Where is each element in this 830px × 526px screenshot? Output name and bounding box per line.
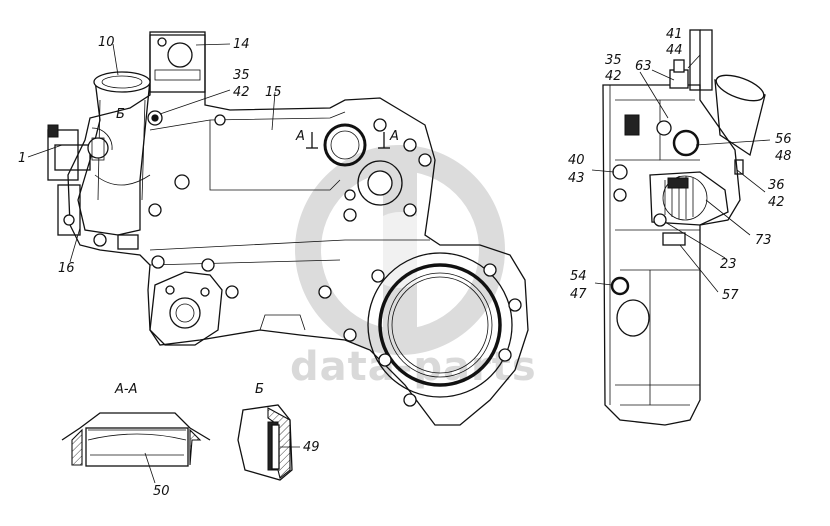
watermark-logo xyxy=(295,145,505,355)
callout-35-right: 35 xyxy=(605,53,622,68)
detail-b-mark: Б xyxy=(116,107,125,122)
callout-56: 56 xyxy=(775,132,792,147)
section-b-title: Б xyxy=(255,382,264,397)
callout-57: 57 xyxy=(722,288,739,303)
callout-73: 73 xyxy=(755,233,772,248)
callout-15: 15 xyxy=(265,85,282,100)
callout-42-left: 42 xyxy=(233,85,250,100)
callout-42-right: 42 xyxy=(605,69,622,84)
callout-44: 44 xyxy=(666,43,683,58)
section-arrow-left-label: A xyxy=(295,129,305,144)
callout-50: 50 xyxy=(153,484,170,499)
front-cover-view xyxy=(47,31,529,426)
leader-lines xyxy=(27,43,771,484)
callout-16: 16 xyxy=(58,261,75,276)
callout-14: 14 xyxy=(233,37,250,52)
callout-54: 54 xyxy=(570,269,587,284)
callout-42-right-lower: 42 xyxy=(768,195,785,210)
section-aa-title: А-А xyxy=(114,382,137,397)
callout-63: 63 xyxy=(635,59,652,74)
callout-41: 41 xyxy=(666,27,683,42)
callout-10: 10 xyxy=(98,35,115,50)
callout-40: 40 xyxy=(568,153,585,168)
callout-35-left: 35 xyxy=(233,68,250,83)
callout-49: 49 xyxy=(303,440,320,455)
side-view xyxy=(602,29,766,426)
section-b xyxy=(237,404,293,481)
callout-48: 48 xyxy=(775,149,792,164)
callout-47: 47 xyxy=(570,287,587,302)
watermark-text: data-parts xyxy=(290,344,537,390)
section-aa xyxy=(61,412,211,467)
section-arrow-right-label: A xyxy=(389,129,399,144)
callout-43: 43 xyxy=(568,171,585,186)
callout-36: 36 xyxy=(768,178,785,193)
callout-23: 23 xyxy=(720,257,737,272)
callout-1: 1 xyxy=(18,151,26,166)
